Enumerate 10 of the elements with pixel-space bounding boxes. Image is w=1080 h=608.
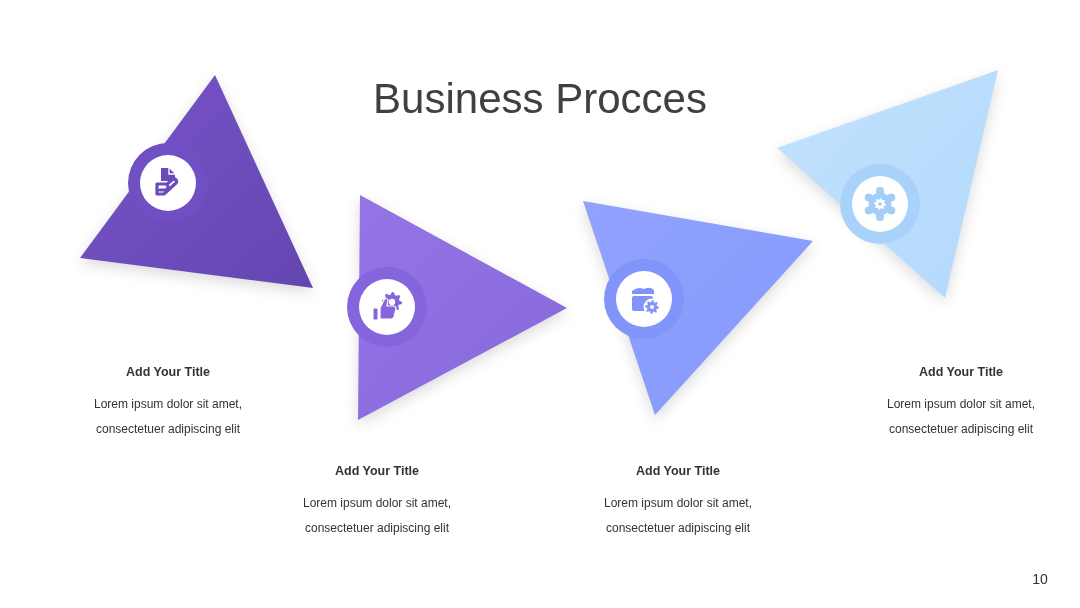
step-description: Lorem ipsum dolor sit amet, consectetuer adipiscing elit [885,396,1037,438]
step-title: Add Your Title [335,463,419,480]
step-title: Add Your Title [126,364,210,381]
step-title: Add Your Title [636,463,720,480]
step-description: Lorem ipsum dolor sit amet, consectetuer adipiscing elit [301,495,453,537]
step-description: Lorem ipsum dolor sit amet, consectetuer adipiscing elit [602,495,754,537]
step-title: Add Your Title [919,364,1003,381]
page-number: 10 [1032,570,1048,588]
slide-title: Business Procces [373,74,707,124]
step-description: Lorem ipsum dolor sit amet, consectetuer adipiscing elit [92,396,244,438]
